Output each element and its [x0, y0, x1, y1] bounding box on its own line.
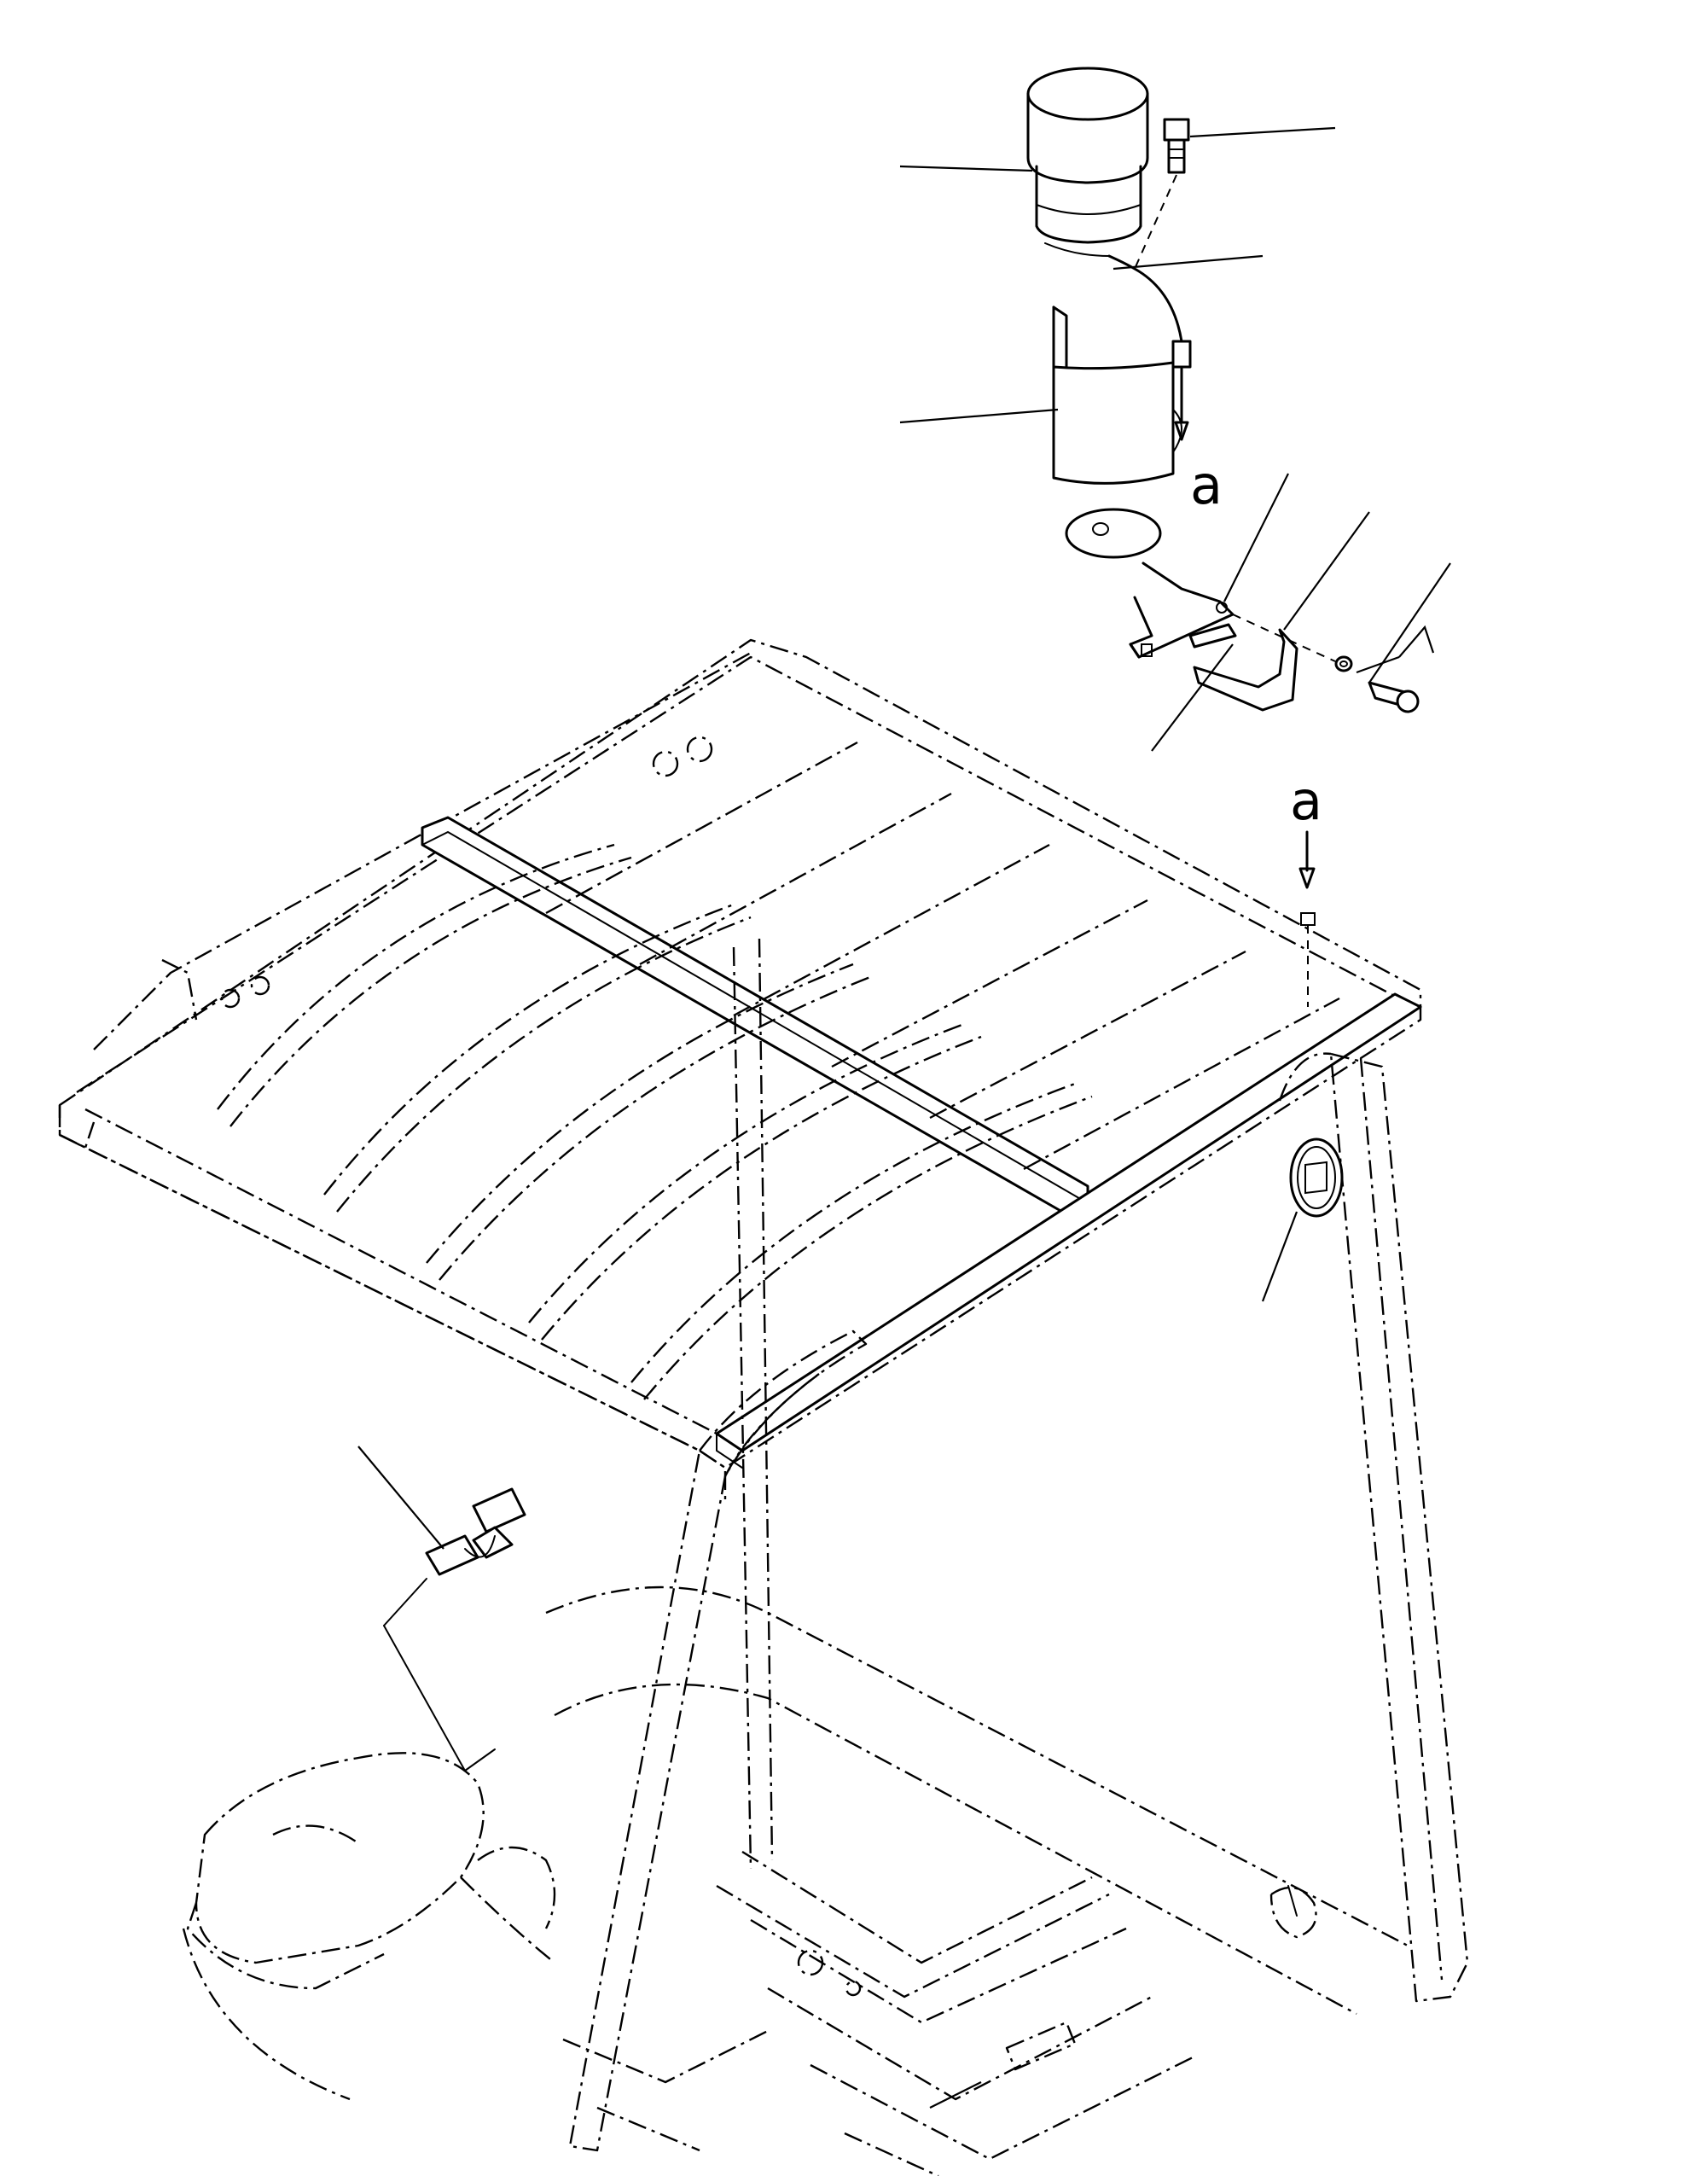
- callout-a-top-label: a: [1190, 454, 1223, 516]
- harness-connector: [357, 1446, 526, 1772]
- lower-body: [182, 1585, 1409, 2176]
- guard-plate: [1052, 305, 1182, 485]
- leader-cowl: [929, 2081, 982, 2109]
- front-pillars: [568, 938, 1469, 2152]
- callout-a-bottom: a: [1290, 770, 1322, 1007]
- lamp-bracket: [1065, 508, 1420, 713]
- mounting-screw: [1134, 118, 1190, 270]
- callout-a-bottom-label: a: [1290, 770, 1322, 832]
- leader-lines-top: [899, 126, 1451, 752]
- overhead-guard: [58, 638, 1422, 1502]
- rear-connector: [1269, 1885, 1317, 1939]
- beacon-lamp: [1026, 67, 1192, 441]
- callout-a-top: a: [1190, 454, 1223, 516]
- grommet: [1261, 1137, 1344, 1302]
